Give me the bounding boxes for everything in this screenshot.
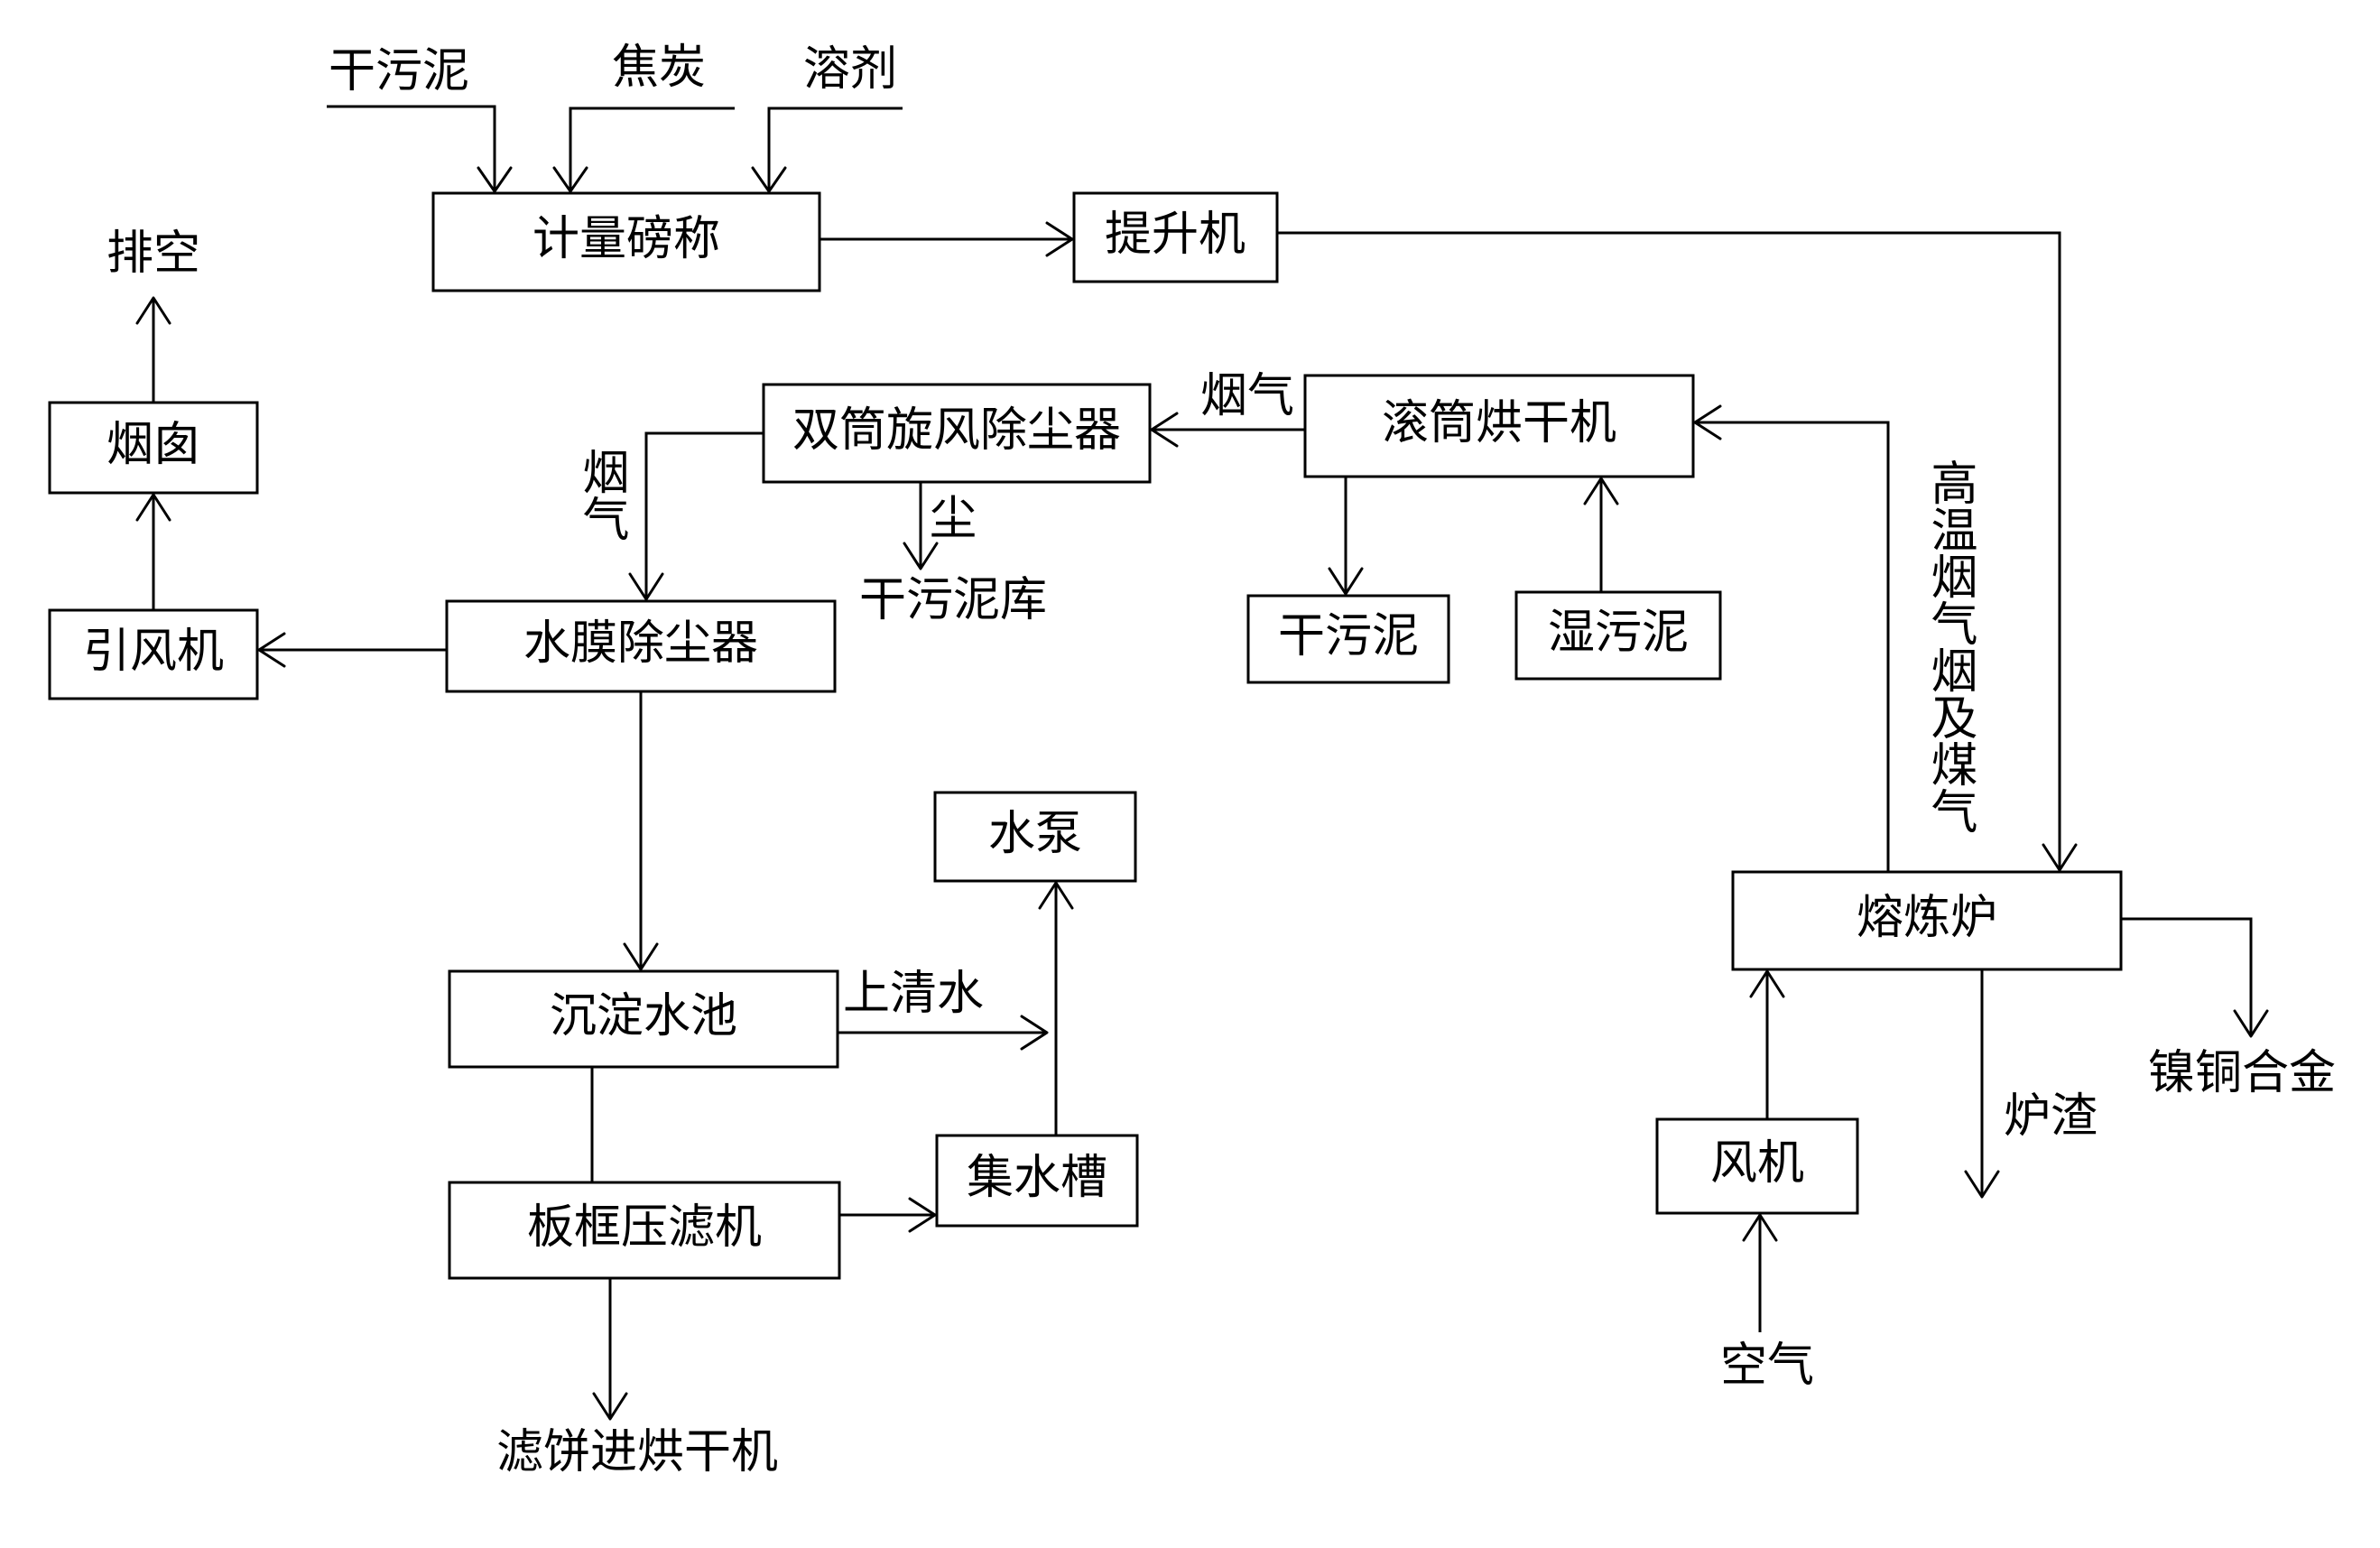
slag-label: 炉渣 (2004, 1089, 2098, 1144)
arrowhead-elevator-to-furnace (2042, 843, 2078, 872)
plate-filter-box: 板框压滤机 (448, 1181, 841, 1280)
dry-sludge-input-line (327, 105, 496, 191)
alloy-line (2121, 917, 2253, 1036)
wet-sludge-box: 湿污泥 (1514, 590, 1722, 681)
arrowhead-filter-to-trough (908, 1197, 937, 1233)
flux-input-label: 溶剂 (803, 42, 897, 97)
blower-label: 风机 (1710, 1136, 1804, 1191)
arrowhead-chimney-to-exhaust (135, 296, 171, 325)
cyclone-to-water-film-line (644, 431, 764, 599)
arrowhead-water-film-to-tank (623, 942, 659, 971)
elevator-to-furnace-line (1277, 231, 2061, 870)
coke-input-label: 焦炭 (612, 41, 706, 95)
twin-cyclone-label: 双筒旋风除尘器 (792, 403, 1121, 458)
weighing-scale-label: 计量磅称 (532, 212, 720, 266)
arrowhead-alloy (2233, 1009, 2269, 1038)
dry-sludge-out-box: 干污泥 (1246, 594, 1450, 684)
twin-cyclone-box: 双筒旋风除尘器 (762, 383, 1152, 484)
arrowhead-supernatant (1020, 1015, 1049, 1051)
furnace-gas-to-dryer-line (1695, 421, 1890, 872)
elevator-box: 提升机 (1072, 191, 1279, 283)
water-pump-label: 水泵 (988, 807, 1082, 861)
exhaust-label: 排空 (106, 227, 200, 281)
flue-gas-label-cyclone: 烟气 (574, 448, 628, 542)
chimney-box: 烟囱 (48, 401, 259, 495)
filter-cake-label: 滤饼进烘干机 (496, 1425, 778, 1479)
arrowhead-cyclone-dust (903, 542, 939, 570)
plate-filter-label: 板框压滤机 (527, 1200, 762, 1255)
induced-fan-box: 引风机 (48, 608, 259, 700)
high-temp-gas-label: 高温烟气烟及煤气 (1922, 459, 1977, 834)
induced-fan-label: 引风机 (83, 625, 224, 679)
dust-label: 尘 (930, 492, 977, 546)
arrowhead-gas-to-dryer (1693, 404, 1722, 440)
supernatant-label: 上清水 (843, 967, 984, 1021)
weighing-scale-box: 计量磅称 (431, 191, 821, 292)
arrowhead-fan-to-chimney (135, 493, 171, 522)
smelting-furnace-label: 熔炼炉 (1857, 891, 1997, 945)
arrowhead-blower-to-furnace (1749, 969, 1785, 998)
wet-sludge-label: 湿污泥 (1548, 606, 1689, 660)
arrowhead-flux-input (751, 166, 787, 193)
arrowhead-water-film-to-fan (257, 632, 286, 668)
elevator-label: 提升机 (1105, 208, 1246, 262)
arrowhead-slag (1964, 1170, 2000, 1199)
drum-dryer-label: 滚筒烘干机 (1382, 396, 1616, 450)
sedimentation-tank-label: 沉淀水池 (550, 989, 737, 1043)
water-trough-label: 集水槽 (967, 1151, 1107, 1205)
dry-sludge-out-label: 干污泥 (1278, 609, 1419, 663)
dry-sludge-store-label: 干污泥库 (859, 573, 1047, 627)
arrowhead-wet-sludge-to-dryer (1583, 477, 1619, 505)
smelting-furnace-box: 熔炼炉 (1731, 870, 2123, 971)
arrowhead-trough-to-pump (1038, 881, 1074, 910)
arrowhead-dryer-to-cyclone (1150, 412, 1179, 448)
arrowhead-cyclone-to-water-film (628, 572, 664, 601)
water-film-box: 水膜除尘器 (445, 599, 837, 693)
drum-dryer-box: 滚筒烘干机 (1303, 374, 1695, 478)
water-pump-box: 水泵 (933, 791, 1137, 883)
water-trough-box: 集水槽 (935, 1134, 1139, 1228)
air-label: 空气 (1720, 1339, 1814, 1393)
coke-input-line (569, 107, 735, 191)
arrowhead-coke-input (552, 166, 588, 193)
dry-sludge-input-label: 干污泥 (329, 44, 469, 98)
alloy-label: 镍铜合金 (2148, 1046, 2336, 1100)
water-film-label: 水膜除尘器 (523, 616, 758, 671)
flue-gas-label-dryer: 烟气 (1200, 369, 1294, 423)
arrowhead-dry-sludge-input (477, 166, 513, 193)
arrowhead-dryer-to-dry-sludge (1328, 567, 1364, 596)
sedimentation-tank-box: 沉淀水池 (448, 969, 839, 1069)
arrowhead-scale-to-elevator (1045, 221, 1074, 257)
arrowhead-filter-cake (592, 1392, 628, 1421)
arrowhead-air-to-blower (1742, 1213, 1778, 1242)
flux-input-line (767, 107, 903, 191)
blower-box: 风机 (1655, 1117, 1859, 1215)
chimney-label: 烟囱 (106, 418, 200, 472)
